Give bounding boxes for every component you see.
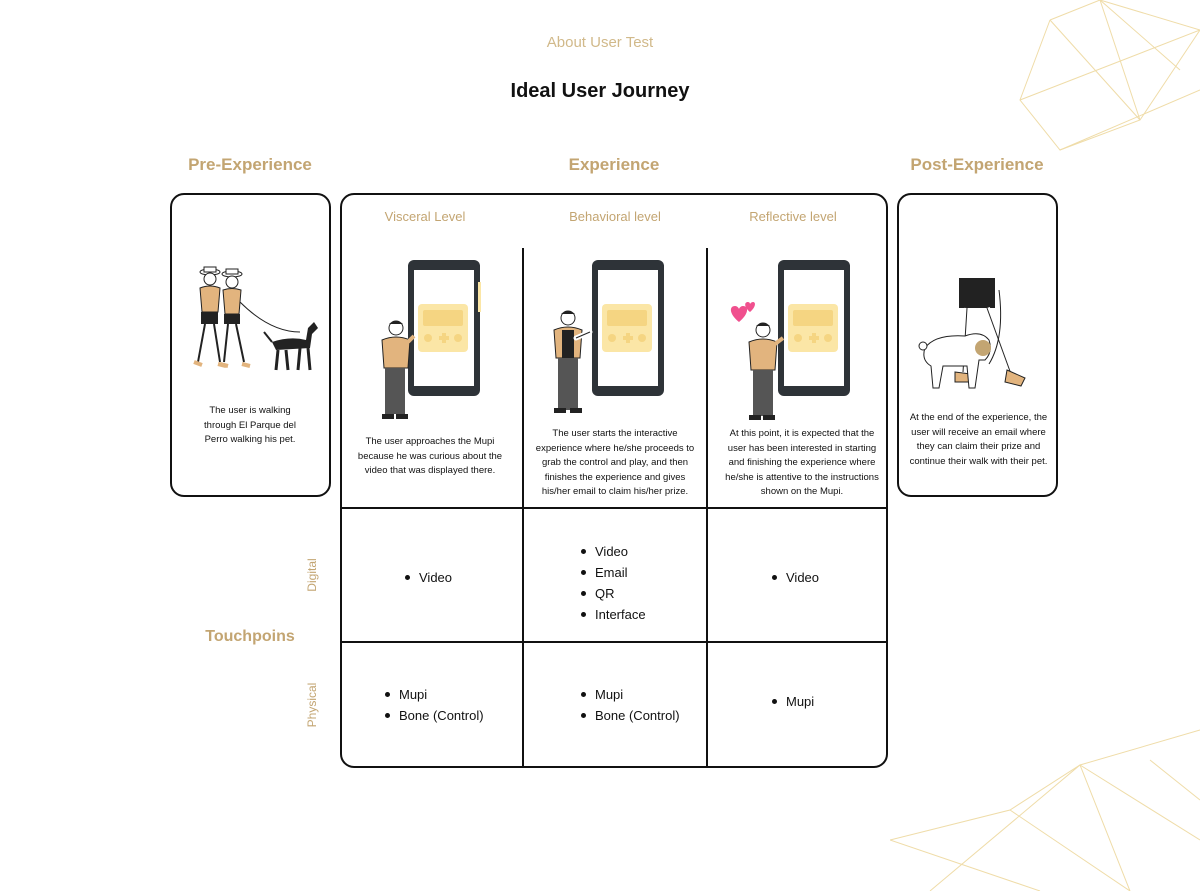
heart-icon — [730, 306, 748, 322]
digital-reflective-list: Video — [772, 567, 819, 588]
physical-row-label: Physical — [305, 682, 319, 728]
physical-behavioral-list: Mupi Bone (Control) — [581, 684, 680, 726]
heart-icon — [745, 302, 755, 312]
pre-experience-description: The user is walking through El Parque de… — [204, 405, 296, 445]
list-item: Bone (Control) — [581, 705, 680, 726]
game-controller-icon — [418, 304, 468, 352]
couple-walking-dog-illustration — [193, 266, 318, 371]
mupi-phone-reflective — [730, 260, 850, 420]
page-title: Ideal User Journey — [510, 80, 690, 102]
list-item: Video — [581, 541, 646, 562]
phase-experience: Experience — [568, 155, 660, 174]
behavioral-level-label: Behavioral level — [569, 209, 661, 224]
touchpoints-label: Touchpoins — [205, 628, 295, 645]
list-item: Mupi — [772, 691, 814, 712]
mupi-phone-visceral — [381, 260, 481, 419]
list-item: Bone (Control) — [385, 705, 484, 726]
row-divider-2 — [341, 641, 887, 643]
list-item: QR — [581, 583, 646, 604]
row-divider-1 — [341, 507, 887, 509]
list-item: Mupi — [385, 684, 484, 705]
game-controller-icon — [602, 304, 652, 352]
list-item: Email — [581, 562, 646, 583]
list-item: Video — [405, 567, 452, 588]
game-controller-icon — [788, 304, 838, 352]
reflective-level-label: Reflective level — [749, 209, 837, 224]
list-item: Interface — [581, 604, 646, 625]
visceral-description: The user approaches the Mupi because he … — [357, 436, 503, 476]
visceral-level-label: Visceral Level — [384, 209, 466, 224]
behavioral-description: The user starts the interactive experien… — [535, 428, 695, 497]
dog-walk-illustration — [918, 278, 1026, 389]
digital-behavioral-list: Video Email QR Interface — [581, 541, 646, 625]
physical-reflective-list: Mupi — [772, 691, 814, 712]
post-experience-description: At the end of the experience, the user w… — [909, 412, 1048, 467]
reflective-description: At this point, it is expected that the u… — [725, 428, 879, 497]
background-geometric-lines-bottom — [890, 729, 1200, 891]
page-subtitle: About User Test — [546, 34, 654, 51]
digital-visceral-list: Video — [405, 567, 452, 588]
list-item: Mupi — [581, 684, 680, 705]
phase-post-experience: Post-Experience — [910, 155, 1044, 174]
digital-row-label: Digital — [305, 558, 319, 592]
phase-pre-experience: Pre-Experience — [188, 155, 312, 174]
mupi-phone-behavioral — [553, 260, 664, 413]
list-item: Video — [772, 567, 819, 588]
physical-visceral-list: Mupi Bone (Control) — [385, 684, 484, 726]
